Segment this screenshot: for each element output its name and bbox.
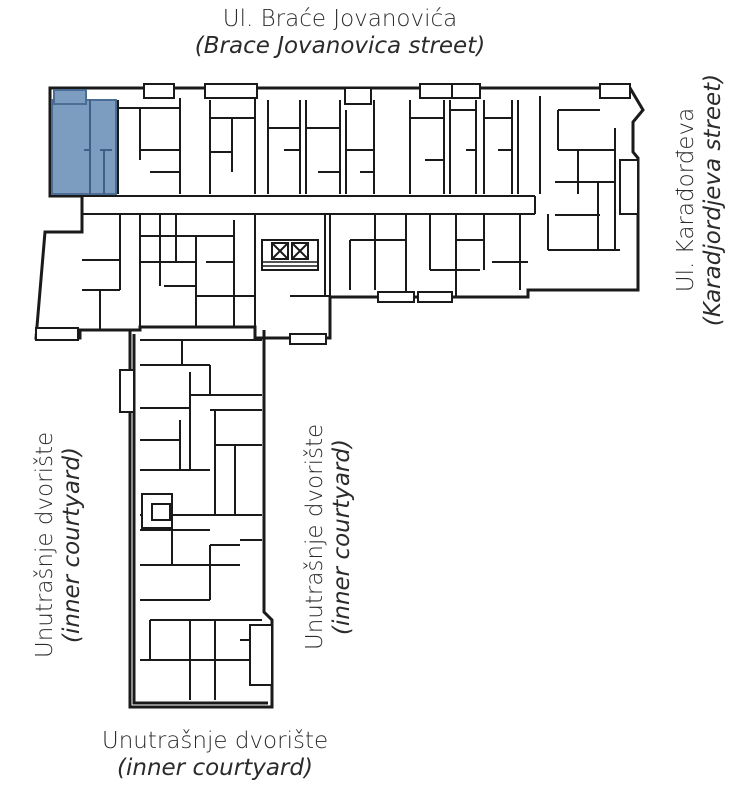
middle-courtyard-translation: (inner courtyard) — [329, 439, 355, 635]
top-street-translation: (Brace Jovanovica street) — [194, 33, 486, 59]
right-street-label: Ul. Karađorđeva (Karadjordjeva street) — [673, 55, 727, 345]
left-courtyard-name: Unutrašnje dvorište — [32, 431, 58, 659]
left-courtyard-label: Unutrašnje dvorište (inner courtyard) — [32, 410, 86, 680]
bottom-courtyard-translation: (inner courtyard) — [117, 755, 313, 781]
north-wing-outline — [34, 86, 645, 340]
top-street-label: Ul. Braće Jovanovića (Brace Jovanovica s… — [130, 6, 550, 60]
bottom-courtyard-name: Unutrašnje dvorište — [101, 728, 329, 754]
middle-courtyard-name: Unutrašnje dvorište — [302, 423, 328, 651]
middle-courtyard-label: Unutrašnje dvorište (inner courtyard) — [302, 402, 356, 672]
bottom-courtyard-label: Unutrašnje dvorište (inner courtyard) — [50, 728, 380, 782]
right-street-translation: (Karadjordjeva street) — [700, 73, 726, 327]
highlighted-unit — [51, 99, 117, 195]
corridor — [82, 195, 535, 215]
interior-walls-north — [117, 96, 620, 290]
interior-walls-south — [140, 339, 262, 700]
top-street-name: Ul. Braće Jovanovića — [222, 6, 458, 32]
right-street-name: Ul. Karađorđeva — [673, 107, 699, 293]
left-courtyard-translation: (inner courtyard) — [59, 447, 85, 643]
